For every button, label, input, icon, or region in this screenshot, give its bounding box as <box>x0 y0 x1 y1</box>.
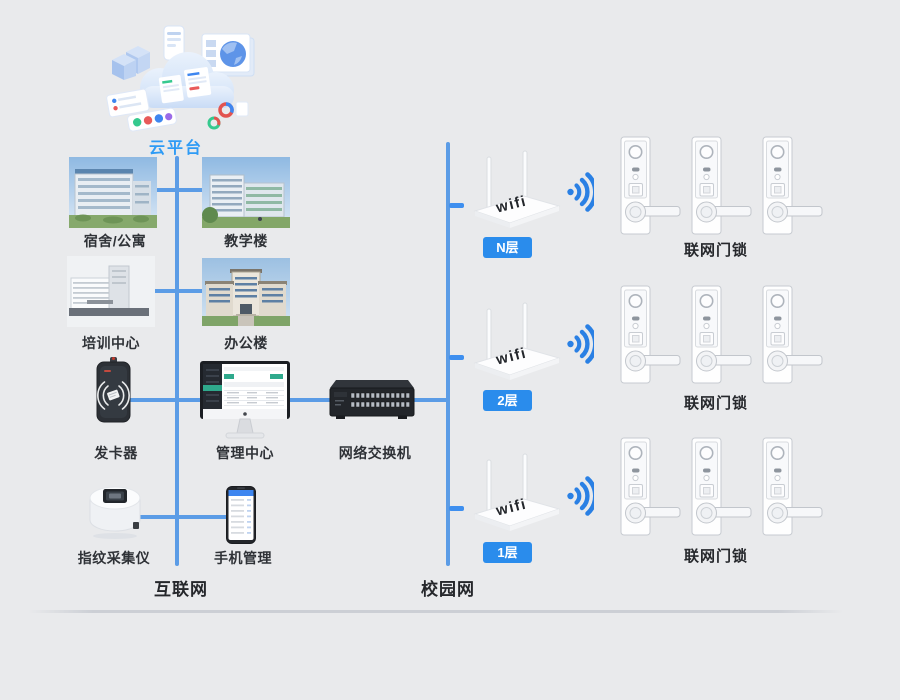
device-label-card-issuer: 发卡器 <box>94 445 138 461</box>
floor-badge-1: 1层 <box>483 542 532 563</box>
building-photo-teaching <box>202 157 290 228</box>
cloud-platform-label: 云平台 <box>148 140 203 157</box>
door-lock-device <box>691 136 752 235</box>
router-floor-n: wifi <box>468 150 563 232</box>
campus-network-label: 校园网 <box>421 580 475 599</box>
mobile-management-phone <box>226 486 256 544</box>
building-photo-dormitory <box>69 157 157 228</box>
wifi-signal-icon <box>566 323 594 365</box>
door-lock-device <box>762 285 823 384</box>
connector-row4 <box>135 515 230 519</box>
building-photo-training <box>67 256 155 327</box>
device-label-mobile: 手机管理 <box>214 550 272 566</box>
door-lock-device <box>691 285 752 384</box>
lock-row-floor-2 <box>620 285 825 385</box>
cloud-platform-illustration <box>106 25 255 132</box>
device-label-fingerprint: 指纹采集仪 <box>77 550 151 566</box>
door-lock-device <box>762 437 823 536</box>
campus-tick-floor-2 <box>449 355 464 360</box>
door-lock-device <box>620 136 681 235</box>
wifi-router-device <box>474 150 560 229</box>
network-switch-device <box>329 380 415 419</box>
wifi-router-device <box>474 302 560 381</box>
device-label-management-center: 管理中心 <box>216 445 274 461</box>
router-floor-1: wifi <box>468 453 563 535</box>
internet-label: 互联网 <box>154 580 208 599</box>
building-label-dormitory: 宿舍/公寓 <box>83 233 147 249</box>
campus-tick-floor-1 <box>449 506 464 511</box>
building-label-teaching: 教学楼 <box>224 233 268 249</box>
locks-label-floor-1: 联网门锁 <box>683 548 748 565</box>
card-issuer-device <box>96 357 131 423</box>
fingerprint-collector-device <box>89 486 141 539</box>
connector-row2 <box>152 289 206 293</box>
campus-tick-floor-n <box>449 203 464 208</box>
router-floor-2: wifi <box>468 302 563 384</box>
door-lock-device <box>691 437 752 536</box>
lock-row-floor-n <box>620 136 825 236</box>
bottom-shadow <box>28 610 843 613</box>
device-label-network-switch: 网络交换机 <box>338 445 412 461</box>
management-center-monitor <box>200 361 290 439</box>
connector-row1 <box>152 188 206 192</box>
wifi-router-device <box>474 453 560 532</box>
floor-badge-2: 2层 <box>483 390 532 411</box>
lock-row-floor-1 <box>620 437 825 537</box>
floor-badge-n: N层 <box>483 237 532 258</box>
locks-label-floor-2: 联网门锁 <box>683 395 748 412</box>
internet-trunk-line <box>175 156 179 566</box>
door-lock-device <box>620 437 681 536</box>
building-photo-office <box>202 258 290 326</box>
wifi-signal-icon <box>566 171 594 213</box>
locks-label-floor-n: 联网门锁 <box>683 242 748 259</box>
building-label-office: 办公楼 <box>224 335 268 351</box>
door-lock-device <box>762 136 823 235</box>
building-label-training: 培训中心 <box>82 335 140 351</box>
door-lock-device <box>620 285 681 384</box>
campus-trunk-line <box>446 142 450 566</box>
wifi-signal-icon <box>566 475 594 517</box>
